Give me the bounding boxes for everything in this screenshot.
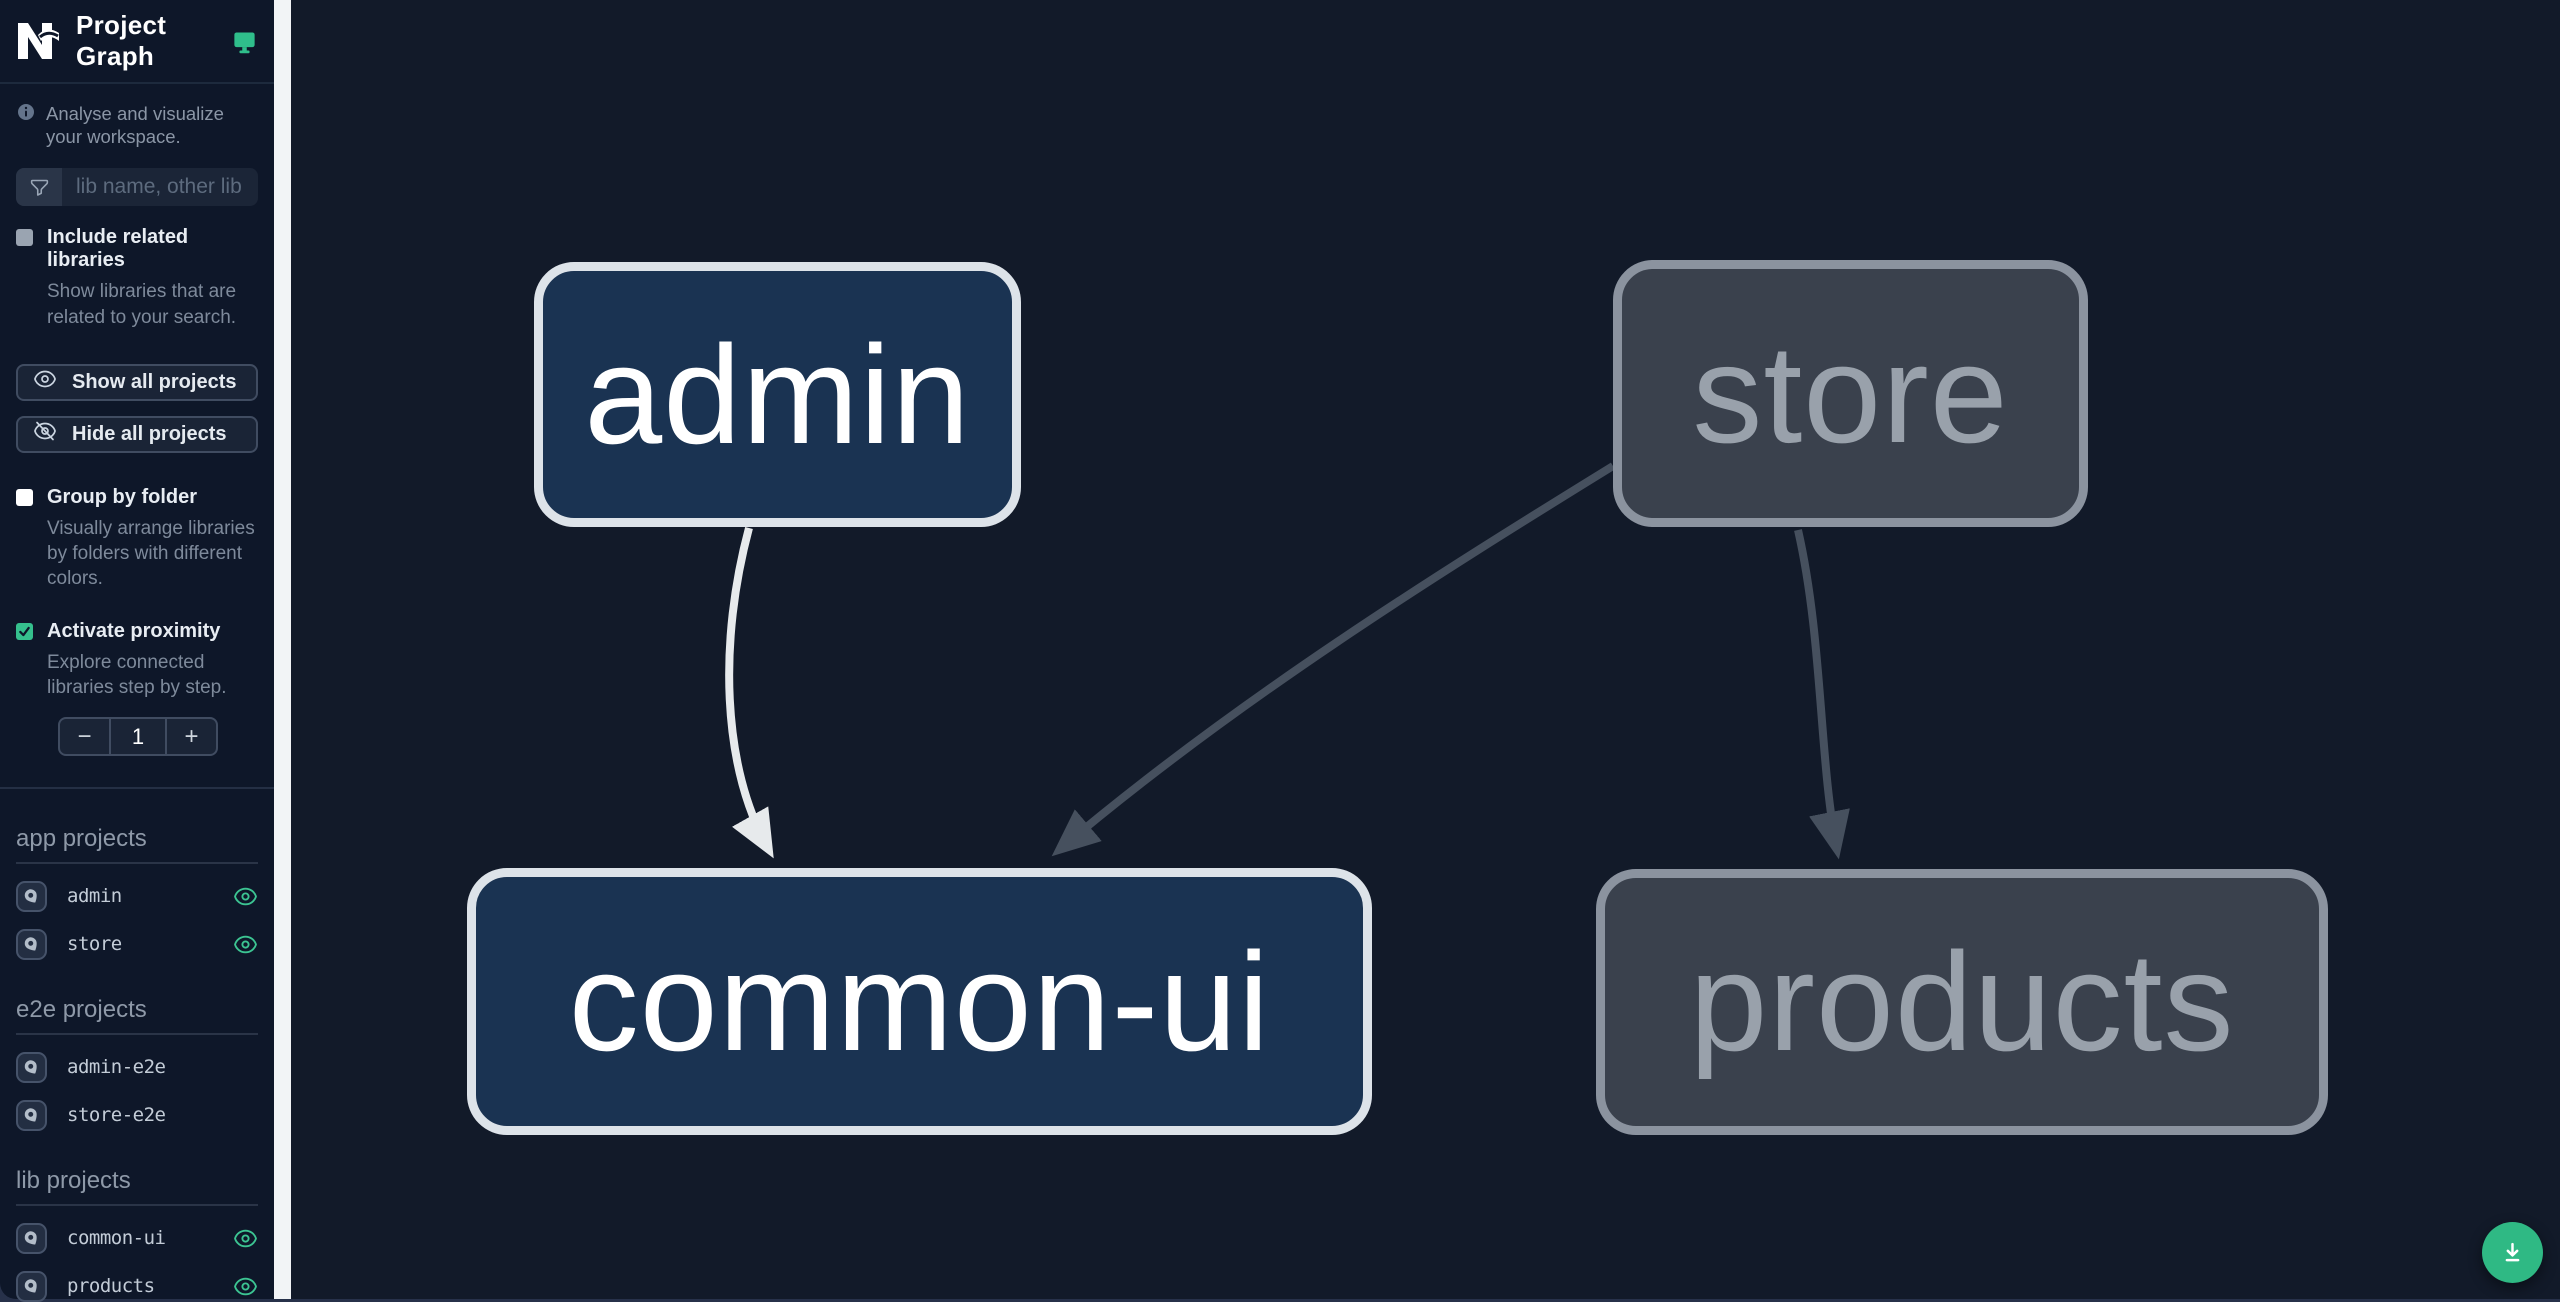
node-label: common-ui bbox=[568, 922, 1271, 1080]
group-by-folder-label: Group by folder bbox=[47, 485, 197, 508]
sidebar-header: Project Graph bbox=[0, 0, 274, 84]
download-icon bbox=[2505, 1242, 2520, 1262]
include-related-checkbox[interactable] bbox=[16, 229, 33, 247]
sidebar-divider bbox=[0, 787, 274, 790]
project-name: products bbox=[67, 1275, 155, 1298]
graph-canvas[interactable]: admin store common-ui products bbox=[291, 0, 2560, 1299]
check-icon bbox=[19, 626, 30, 636]
map-pin-icon bbox=[24, 1107, 37, 1122]
section-lib-projects: lib projects common-ui bbox=[0, 1131, 274, 1302]
sidebar: Project Graph Analyse and visualize your… bbox=[0, 0, 274, 1302]
section-app-projects: app projects admin bbox=[0, 789, 274, 960]
show-all-projects-button[interactable]: Show all projects bbox=[16, 363, 258, 401]
include-related-label: Include related libraries bbox=[47, 226, 189, 272]
include-related-description: Show libraries that are related to your … bbox=[47, 281, 237, 328]
proximity-increment-button[interactable]: + bbox=[184, 722, 199, 750]
section-title: e2e projects bbox=[16, 996, 258, 1036]
show-all-projects-label: Show all projects bbox=[72, 370, 237, 393]
node-label: admin bbox=[584, 315, 971, 473]
workspace-hint-text: Analyse and visualize your workspace. bbox=[46, 103, 224, 148]
activate-proximity-checkbox[interactable] bbox=[16, 622, 33, 640]
edge-store-to-products bbox=[1794, 529, 1850, 860]
map-pin-icon bbox=[24, 888, 37, 903]
project-row-admin-e2e: admin-e2e bbox=[16, 1051, 258, 1083]
section-e2e-projects: e2e projects admin-e2e store- bbox=[0, 960, 274, 1131]
toggle-visibility-eye-icon[interactable] bbox=[232, 931, 258, 957]
project-name: common-ui bbox=[67, 1227, 166, 1250]
group-by-folder-checkbox[interactable] bbox=[16, 488, 33, 506]
download-graph-button[interactable] bbox=[2482, 1222, 2543, 1283]
toggle-visibility-eye-icon[interactable] bbox=[232, 1273, 258, 1299]
project-name: admin bbox=[67, 885, 122, 908]
activate-proximity-row: Activate proximity Explore connected lib… bbox=[0, 592, 274, 701]
section-title: app projects bbox=[16, 825, 258, 865]
focus-project-button[interactable] bbox=[16, 1222, 47, 1254]
node-label: products bbox=[1689, 923, 2235, 1080]
map-pin-icon bbox=[24, 936, 37, 951]
project-row-store: store bbox=[16, 928, 258, 960]
graph-node-admin[interactable]: admin bbox=[534, 262, 1021, 527]
node-label: store bbox=[1692, 314, 2009, 472]
section-title: lib projects bbox=[16, 1167, 258, 1207]
monitor-icon bbox=[231, 28, 258, 55]
focus-project-button[interactable] bbox=[16, 1051, 47, 1083]
proximity-stepper: − 1 + bbox=[58, 717, 218, 757]
search-box bbox=[16, 168, 258, 207]
project-row-common-ui: common-ui bbox=[16, 1222, 258, 1254]
map-pin-icon bbox=[24, 1278, 37, 1293]
page-title: Project Graph bbox=[76, 10, 167, 71]
project-row-products: products bbox=[16, 1270, 258, 1302]
sidebar-resize-handle[interactable] bbox=[274, 0, 291, 1299]
project-row-store-e2e: store-e2e bbox=[16, 1099, 258, 1131]
eye-slash-icon bbox=[33, 419, 57, 449]
include-related-row: Include related libraries Show libraries… bbox=[0, 206, 274, 330]
info-icon bbox=[18, 102, 34, 125]
focus-project-button[interactable] bbox=[16, 928, 47, 960]
focus-project-button[interactable] bbox=[16, 1270, 47, 1302]
toggle-visibility-eye-icon[interactable] bbox=[232, 1225, 258, 1251]
eye-icon bbox=[33, 367, 57, 397]
activate-proximity-label: Activate proximity bbox=[47, 619, 221, 642]
graph-node-store[interactable]: store bbox=[1613, 260, 2088, 527]
project-name: admin-e2e bbox=[67, 1056, 166, 1079]
nx-logo-icon bbox=[16, 21, 60, 61]
group-by-folder-row: Group by folder Visually arrange librari… bbox=[0, 453, 274, 592]
map-pin-icon bbox=[24, 1059, 37, 1074]
search-input[interactable] bbox=[62, 168, 258, 207]
hide-all-projects-button[interactable]: Hide all projects bbox=[16, 415, 258, 453]
focus-project-button[interactable] bbox=[16, 1099, 47, 1131]
filter-funnel-icon bbox=[16, 168, 62, 207]
project-name: store bbox=[67, 933, 122, 956]
project-row-admin: admin bbox=[16, 880, 258, 912]
hide-all-projects-label: Hide all projects bbox=[72, 422, 227, 445]
activate-proximity-description: Explore connected libraries step by step… bbox=[47, 651, 227, 698]
proximity-value: 1 bbox=[109, 719, 167, 755]
project-name: store-e2e bbox=[67, 1104, 166, 1127]
graph-node-common-ui[interactable]: common-ui bbox=[467, 868, 1372, 1135]
edge-store-to-common-ui bbox=[1051, 462, 1616, 857]
group-by-folder-description: Visually arrange libraries by folders wi… bbox=[47, 517, 255, 590]
map-pin-icon bbox=[24, 1230, 37, 1245]
edge-admin-to-common-ui bbox=[725, 526, 774, 859]
proximity-decrement-button[interactable]: − bbox=[77, 722, 92, 750]
workspace-hint: Analyse and visualize your workspace. bbox=[0, 84, 274, 148]
focus-project-button[interactable] bbox=[16, 880, 47, 912]
toggle-visibility-eye-icon[interactable] bbox=[232, 883, 258, 909]
graph-node-products[interactable]: products bbox=[1596, 869, 2328, 1135]
